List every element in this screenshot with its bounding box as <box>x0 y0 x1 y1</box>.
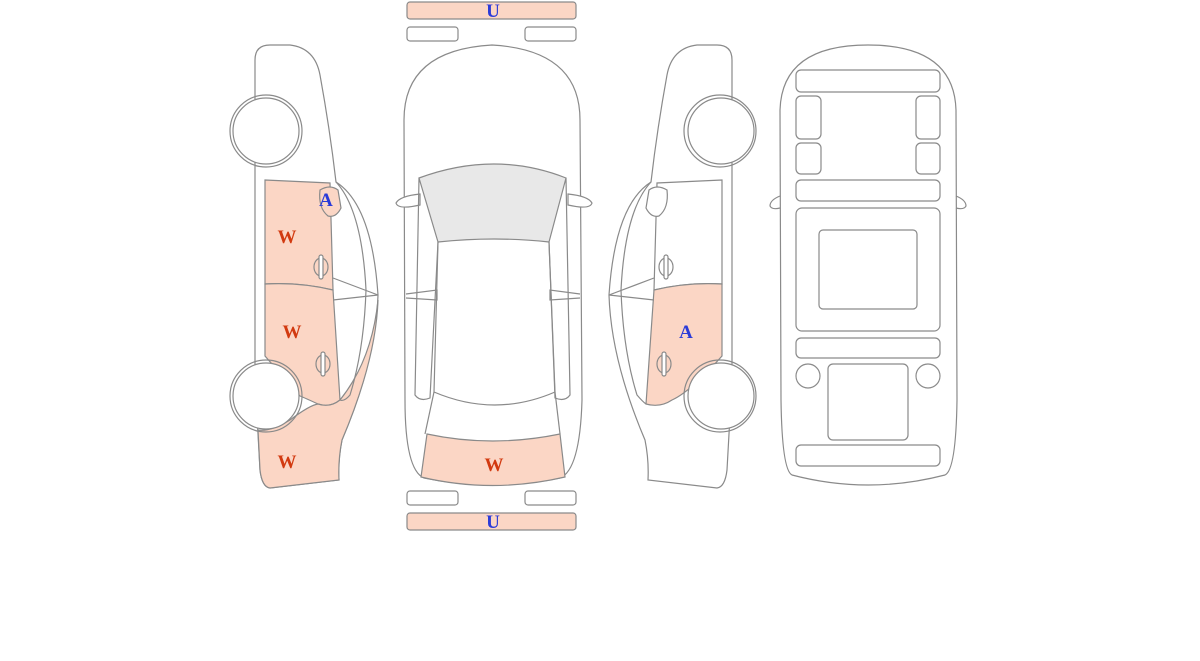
trunk-floor[interactable] <box>827 363 909 441</box>
left-front-wheel[interactable] <box>232 97 300 165</box>
interior-right-mirror <box>955 195 967 210</box>
right-rear-door-mark: A <box>679 322 693 343</box>
trunk-rear-panel-mark: W <box>485 455 504 476</box>
left-mirror-mark: A <box>319 190 333 211</box>
interior-left-mirror <box>769 195 781 210</box>
windshield[interactable] <box>418 163 567 243</box>
right-mirror[interactable] <box>645 186 668 217</box>
right-front-wheel-arch <box>683 94 757 168</box>
front-left-light[interactable] <box>406 26 459 42</box>
top-right-side-frame <box>548 177 571 401</box>
top-right-b-pillar <box>549 289 581 301</box>
front-bumper-group: U <box>406 1 577 42</box>
trunk-rear-panel[interactable] <box>420 433 566 487</box>
cabin-floor[interactable] <box>795 207 941 332</box>
left-front-wheel-arch <box>229 94 303 168</box>
right-front-wheel[interactable] <box>687 97 755 165</box>
cabin-floor-inner[interactable] <box>818 229 918 310</box>
top-left-mirror[interactable] <box>395 193 421 208</box>
rear-left-light[interactable] <box>406 490 459 506</box>
left-front-door-mark: W <box>278 227 297 248</box>
top-rear-right-line <box>554 391 561 435</box>
left-pillar-line <box>335 181 367 402</box>
top-body-outline <box>403 44 583 486</box>
rear-bumper-group: U <box>406 490 577 533</box>
left-mirror[interactable] <box>319 186 342 217</box>
right-front-door-handle-icon <box>658 254 674 280</box>
left-side-view: A W W W <box>229 44 379 489</box>
left-rear-wheel[interactable] <box>232 362 300 430</box>
left-rear-quarter-mark: W <box>278 452 297 473</box>
rear-bumper-mark: U <box>486 512 500 533</box>
left-sill-line <box>332 277 379 301</box>
left-rear-wheel-arch <box>229 359 303 433</box>
front-right-seat[interactable] <box>915 95 941 140</box>
roof[interactable] <box>433 241 556 406</box>
right-console-box[interactable] <box>915 142 941 175</box>
left-console-box[interactable] <box>795 142 822 175</box>
top-left-side-frame <box>414 177 439 401</box>
front-right-light[interactable] <box>524 26 577 42</box>
right-rear-wheel-arch <box>683 359 757 433</box>
rear-bumper[interactable] <box>406 512 577 531</box>
rear-right-light[interactable] <box>524 490 577 506</box>
front-left-seat[interactable] <box>795 95 822 140</box>
right-sill-line <box>608 277 655 301</box>
right-pillar-line <box>620 181 652 405</box>
left-rear-quarter[interactable] <box>257 299 379 489</box>
top-rear-left-line <box>424 391 435 435</box>
rear-panel[interactable] <box>795 444 941 467</box>
right-rear-wheel[interactable] <box>687 362 755 430</box>
left-spare-circle[interactable] <box>795 363 821 389</box>
top-right-mirror[interactable] <box>567 193 593 208</box>
rear-crossbar[interactable] <box>795 337 941 359</box>
right-rear-door-handle-icon <box>656 351 672 377</box>
right-spare-circle[interactable] <box>915 363 941 389</box>
front-bumper-mark: U <box>486 1 500 22</box>
left-front-door-handle-icon <box>313 254 329 280</box>
front-crossbar[interactable] <box>795 179 941 202</box>
left-rear-door-mark: W <box>283 322 302 343</box>
interior-body-outline <box>779 44 958 486</box>
dashboard-panel[interactable] <box>795 69 941 93</box>
left-rear-door-handle-icon <box>315 351 331 377</box>
top-view: W <box>395 44 593 487</box>
right-side-view: A <box>608 44 757 489</box>
front-bumper[interactable] <box>406 1 577 20</box>
interior-view <box>769 44 967 486</box>
